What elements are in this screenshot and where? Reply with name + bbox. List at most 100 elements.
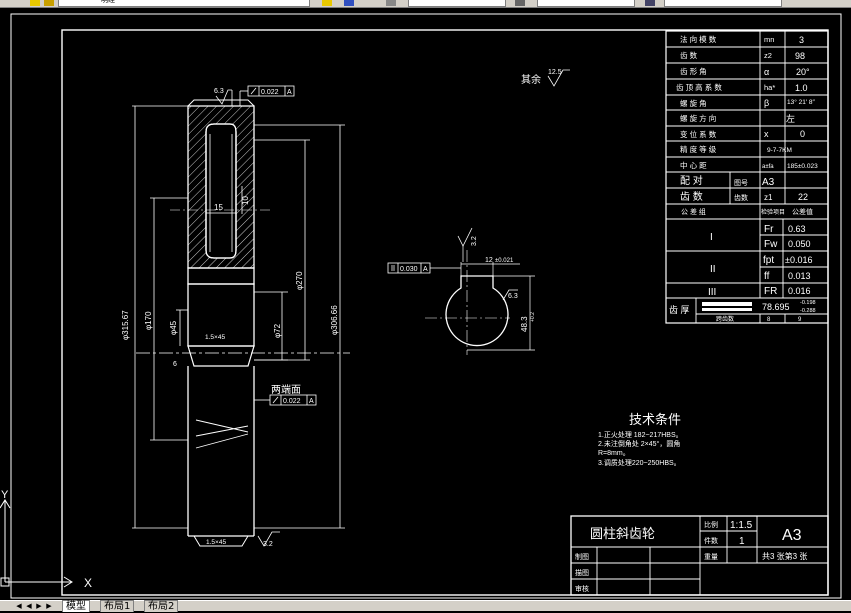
drawing-area[interactable]: φ315.67 φ306.66 φ170 φ270 φ45 φ72 15 10 …	[0, 8, 851, 600]
param-name-1: 齿 数	[680, 50, 698, 60]
gear-section-view[interactable]	[136, 99, 350, 547]
dim-hub-diameter: φ170	[144, 311, 153, 330]
param-name-2: 齿 形 角	[680, 66, 707, 76]
row-drawn: 制图	[575, 552, 589, 561]
tech-title: 技术条件	[629, 412, 681, 427]
match-properties-icon[interactable]	[322, 0, 332, 6]
both-faces-label: 两端面	[271, 383, 301, 396]
param-val-0: 3	[799, 35, 804, 45]
dim-web-width: 15	[214, 203, 223, 212]
key-width-tol: ±0.021	[495, 258, 514, 264]
tab-layout2[interactable]: 布局2	[144, 600, 179, 612]
mating-val: 22	[798, 192, 808, 202]
helix-lines	[195, 419, 249, 449]
thickness-sub-2: 8	[767, 317, 771, 323]
lower-rim-outline	[187, 267, 255, 285]
qty-value: 1	[739, 536, 745, 547]
tol-item-2-0: FR	[764, 286, 777, 297]
roughness-top: 6.3	[214, 88, 224, 95]
keyway-side-roughness: 6.3	[508, 293, 518, 300]
dim-web-height: 10	[241, 196, 250, 205]
tab-last-arrow[interactable]: ▶	[46, 602, 52, 610]
tab-prev-arrow[interactable]: ◀	[26, 602, 32, 610]
gear-parameter-table	[665, 30, 829, 324]
weight-label: 重量	[704, 553, 718, 561]
bore-keyway-view[interactable]: 12 ±0.021 48.3 +0.2 3.2 6.3 0.030 A	[387, 227, 536, 355]
ucs-x-label: X	[84, 576, 92, 590]
param-name-6: 变 位 系 数	[680, 129, 717, 139]
scale-label: 比例	[704, 520, 718, 529]
tech-line-1: 1.正火处理 182~217HBS。	[598, 430, 683, 439]
gdt-key-value: 0.030	[400, 266, 418, 273]
param-sym-1: z2	[764, 51, 772, 60]
mating-fig-label: 图号	[734, 179, 748, 187]
key-height-tol: +0.2	[530, 312, 536, 322]
gdt-key-datum: A	[423, 266, 428, 273]
thickness-marker-2	[702, 308, 752, 311]
format-value: A3	[782, 527, 802, 544]
thickness-up: -0.198	[800, 300, 816, 306]
general-roughness-note: 其余 12.5	[521, 69, 570, 87]
tol-item-0-0: Fr	[764, 224, 774, 235]
thickness-sub-1: 跨齿数	[716, 315, 734, 323]
param-name-3: 齿 顶 高 系 数	[676, 82, 722, 92]
param-val-3: 1.0	[795, 83, 808, 93]
param-sym-0: mn	[764, 35, 774, 44]
gear-parameter-table-text: 法 向 模 数 mn 3 齿 数 z2 98 齿 形 角 α 20° 齿 顶 高…	[669, 34, 818, 323]
tol-header-item: 检验项目	[761, 208, 785, 216]
tab-model[interactable]: 模型	[62, 600, 90, 612]
tab-next-arrow[interactable]: ▶	[36, 602, 42, 610]
tech-line-2: 2.未注倒角处 2×45°，圆角	[598, 439, 680, 448]
layer-dropdown-label: 明经	[101, 0, 115, 4]
layer-lock-icon[interactable]	[44, 0, 54, 6]
param-sym-8: a±fa	[762, 164, 774, 170]
gdt-top-datum: A	[287, 89, 292, 96]
tab-layout1-label: 布局1	[104, 601, 131, 612]
gear-dimension-labels: φ315.67 φ306.66 φ170 φ270 φ45 φ72 15 10 …	[121, 196, 339, 546]
color-dropdown[interactable]	[408, 0, 506, 7]
tab-layout1[interactable]: 布局1	[100, 600, 135, 612]
gdt-end-value: 0.022	[283, 398, 301, 405]
tol-group-name-0: I	[710, 232, 713, 243]
param-name-7: 精 度 等 级	[680, 144, 717, 154]
linetype-dropdown[interactable]	[537, 0, 635, 7]
tol-val-0-0: 0.63	[788, 224, 806, 234]
tab-first-arrow[interactable]: ◀	[16, 602, 22, 610]
bottom-roughness: 3.2	[257, 531, 280, 548]
thickness-val: 78.695	[762, 302, 790, 312]
row-traced: 描图	[575, 568, 589, 577]
ucs-y-label: Y	[1, 489, 9, 501]
lineweight-dropdown[interactable]	[664, 0, 782, 7]
dim-c6: 6	[173, 361, 177, 368]
param-val-1: 98	[795, 51, 805, 61]
tech-line-3: R=8mm。	[598, 450, 630, 457]
toolbar: 明经	[0, 0, 851, 8]
title-block-text: 圆柱斜齿轮 比例 1:1.5 件数 1 A3 重量 共3 张第3 张 制图 描图…	[575, 520, 807, 593]
layer-dropdown[interactable]: 明经	[58, 0, 310, 7]
layer-state-icon[interactable]	[30, 0, 40, 6]
param-val-8: 185±0.023	[787, 163, 818, 170]
layer-previous-icon[interactable]	[344, 0, 354, 6]
thickness-marker	[702, 302, 752, 306]
lineweight-icon[interactable]	[645, 0, 655, 6]
row-checked: 审核	[575, 584, 589, 593]
tol-val-1-0: ±0.016	[785, 255, 812, 265]
ucs-icon: Y X	[0, 489, 92, 590]
mating-label-1: 配 对	[680, 174, 703, 187]
linetype-icon[interactable]	[515, 0, 525, 6]
color-control-icon[interactable]	[386, 0, 396, 6]
param-sym-4: β	[764, 98, 769, 108]
tol-val-0-1: 0.050	[788, 239, 811, 249]
mating-label-2: 齿 数	[680, 190, 703, 203]
thickness-label: 齿 厚	[669, 305, 690, 315]
tab-layout2-label: 布局2	[148, 601, 175, 612]
end-face-annotation: 两端面 0.022 A	[254, 383, 317, 406]
dim-outer-diameter: φ315.67	[121, 310, 130, 340]
param-name-8: 中 心 距	[680, 160, 707, 170]
param-val-7: 9-7-7KM	[767, 147, 792, 154]
dim-bore-diameter: φ45	[169, 320, 178, 335]
tol-val-1-1: 0.013	[788, 271, 811, 281]
mating-sym: z1	[764, 193, 773, 202]
gear-top-annotations: 6.3 0.022 A	[214, 85, 295, 106]
roughness-note-value: 12.5	[548, 69, 562, 76]
